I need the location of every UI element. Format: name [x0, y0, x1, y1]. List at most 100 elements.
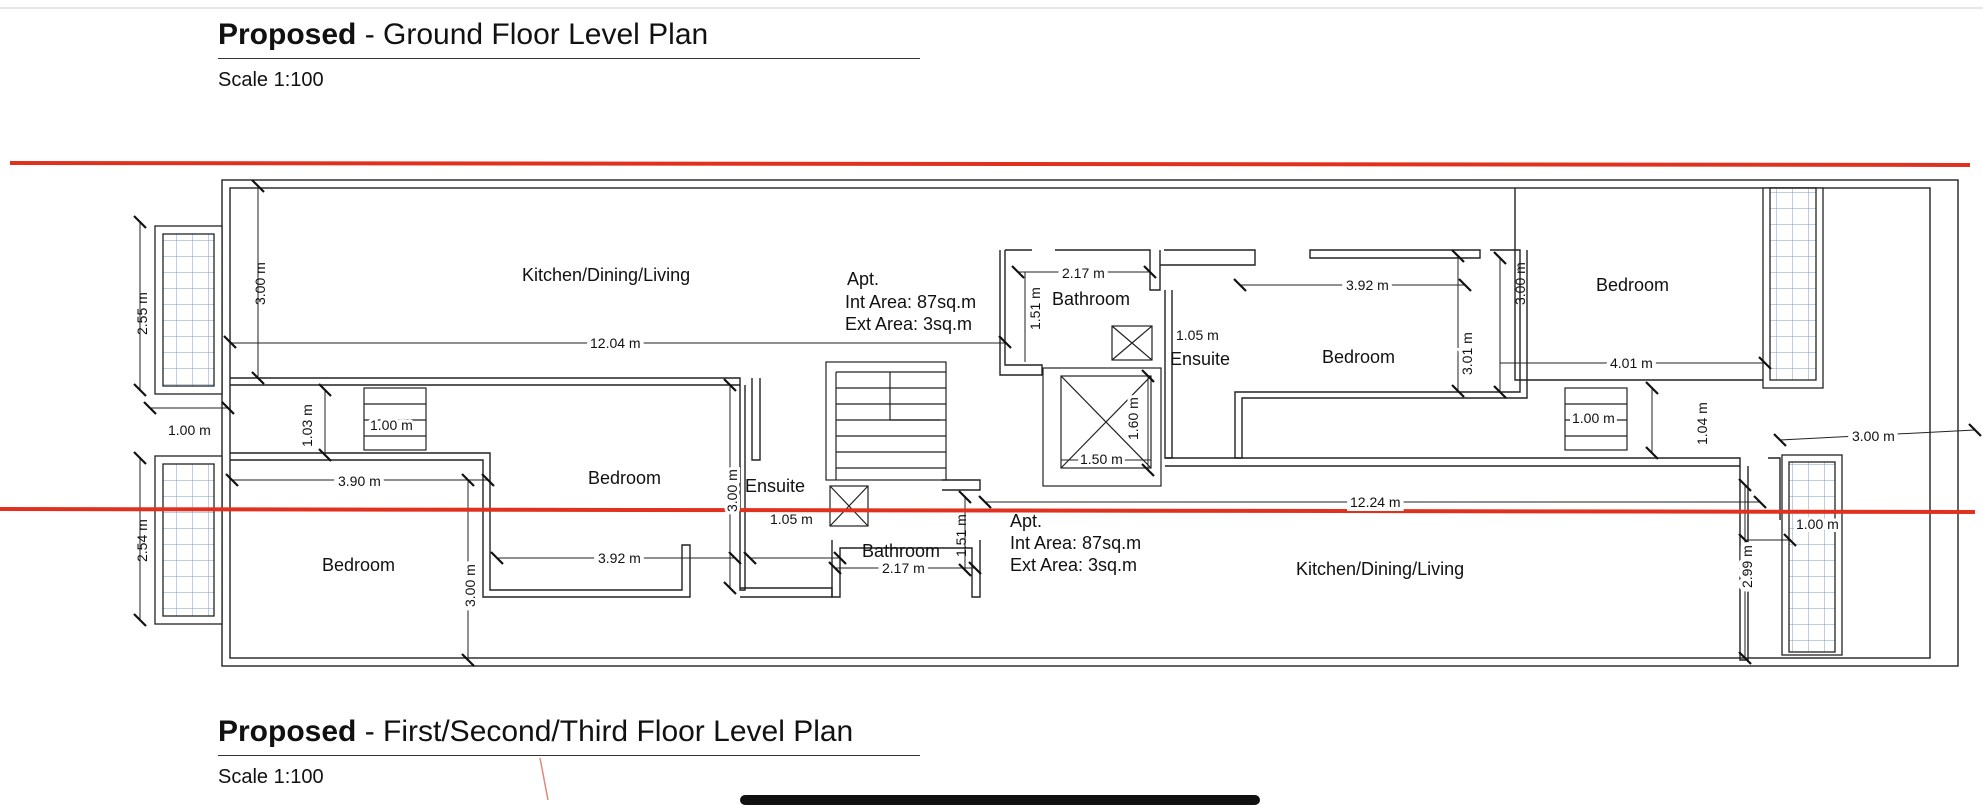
lower-ensuite-west-wall: [739, 385, 746, 591]
dim-label: 1.00 m: [370, 417, 413, 433]
stair-lower-cross: [829, 485, 869, 527]
dim-label: 12.24 m: [1350, 494, 1401, 510]
title-text: First/Second/Third Floor Level Plan: [383, 715, 854, 748]
dim-label: 1.51 m: [953, 514, 969, 557]
apt-label-lower: Apt.: [1010, 511, 1042, 531]
room-label-upper-bedroom-mid: Bedroom: [1322, 347, 1395, 367]
inner-wall: [229, 187, 1931, 659]
shaft-right: [1564, 387, 1628, 451]
upper-bathroom-north-wall: [1005, 249, 1161, 291]
dim-label: 1.05 m: [1176, 327, 1219, 343]
dim-label: 12.04 m: [590, 335, 641, 351]
dim-label: 1.50 m: [1080, 451, 1123, 467]
balcony-upper-left-tiles: [162, 233, 215, 387]
dim-label: 3.00 m: [1852, 428, 1895, 444]
lower-kitchen-east-wall: [1739, 466, 1749, 661]
building-outline: [221, 179, 1959, 667]
room-label-upper-bedroom-right: Bedroom: [1596, 275, 1669, 295]
dim-label: 3.92 m: [598, 550, 641, 566]
upper-floors-title: Proposed - First/Second/Third Floor Leve…: [218, 715, 920, 749]
dim-label: 2.17 m: [882, 560, 925, 576]
dim-label: 3.01 m: [1459, 332, 1475, 375]
title-separator: -: [356, 18, 384, 51]
dim-label: 2.55 m: [134, 292, 150, 335]
dim-label: 3.92 m: [1346, 277, 1389, 293]
outer-wall: [221, 179, 1959, 667]
lower-corridor-wall: [1165, 457, 1741, 467]
dim-label: 1.60 m: [1125, 397, 1141, 440]
lower-ensuite-south-wall: [740, 587, 833, 598]
title-underline: [218, 58, 920, 59]
lower-bathroom-north-wall: [942, 479, 981, 491]
service-shafts: [363, 387, 1628, 451]
dim-label: 2.54 m: [134, 519, 150, 562]
upper-bedroom-north-wall: [1309, 249, 1481, 259]
lift-cross: [1060, 375, 1152, 469]
balcony-upper-right-tiles: [1769, 187, 1817, 381]
dim-label: 3.90 m: [338, 473, 381, 489]
balcony-lower-right-tiles: [1788, 461, 1836, 653]
upper-apartment-walls: [230, 188, 1776, 459]
title-separator: -: [356, 715, 384, 748]
shaft-right-lines: [1565, 403, 1627, 437]
stair-outline: [825, 361, 947, 481]
title-bold: Proposed: [218, 18, 357, 51]
dim-label: 4.01 m: [1610, 355, 1653, 371]
room-label-lower-bathroom: Bathroom: [862, 541, 940, 561]
ground-floor-title: Proposed - Ground Floor Level Plan: [218, 18, 920, 52]
dim-label: 3.00 m: [724, 469, 740, 512]
lower-ensuite-divider: [751, 378, 761, 461]
apt-label-upper: Apt.: [847, 269, 879, 289]
balcony-lower-left-tiles: [162, 463, 215, 617]
room-label-lower-bedroom-mid: Bedroom: [588, 468, 661, 488]
markup-line-middle: [0, 507, 1976, 514]
stair: [825, 361, 947, 527]
lift-car: [1060, 375, 1152, 469]
upper-floors-scale: Scale 1:100: [218, 766, 324, 788]
dim-label: 1.00 m: [1572, 410, 1615, 426]
room-label-upper-ensuite: Ensuite: [1170, 349, 1230, 369]
lift: [1042, 325, 1162, 487]
markup-line-stroke: [539, 757, 549, 800]
markup-line-top: [9, 161, 1971, 167]
balconies: [154, 187, 1843, 656]
shaft-left-lines: [364, 403, 426, 437]
int-area-upper: Int Area: 87sq.m: [845, 292, 976, 312]
title-underline: [218, 755, 920, 756]
device-bezel-bar: [740, 795, 1260, 805]
room-label-lower-ensuite: Ensuite: [745, 476, 805, 496]
lower-right-balcony-wall: [1768, 457, 1781, 520]
room-label-lower-kitchen: Kitchen/Dining/Living: [1296, 559, 1464, 579]
room-labels: Kitchen/Dining/Living Apt. Int Area: 87s…: [322, 265, 1669, 579]
upper-bathroom-west-wall: [999, 250, 1043, 376]
dim-label: 2.99 m: [1739, 545, 1755, 588]
stair-landing: [889, 372, 940, 421]
dimension-labels: 2.55 m 3.00 m 12.04 m 2.17 m 1.51 m 1.05…: [134, 261, 1899, 611]
dim-label: 1.00 m: [1796, 516, 1839, 532]
int-area-lower: Int Area: 87sq.m: [1010, 533, 1141, 553]
lift-shaft: [1042, 367, 1162, 487]
shaft-left: [363, 387, 427, 451]
room-label-lower-bedroom-left: Bedroom: [322, 555, 395, 575]
dim-label: 1.00 m: [168, 422, 211, 438]
lift-duct-cross: [1111, 325, 1153, 361]
upper-floors-title-block: Proposed - First/Second/Third Floor Leve…: [218, 715, 920, 789]
dim-label: 3.00 m: [1512, 262, 1528, 305]
ext-area-lower: Ext Area: 3sq.m: [1010, 555, 1137, 575]
ground-floor-title-block: Proposed - Ground Floor Level Plan Scale…: [218, 18, 920, 92]
lift-duct: [1111, 325, 1153, 361]
stair-treads: [835, 371, 946, 480]
room-label-upper-bathroom: Bathroom: [1052, 289, 1130, 309]
dim-label: 1.05 m: [770, 511, 813, 527]
upper-ensuite-east-wall: [1164, 290, 1173, 459]
dim-label: 1.03 m: [299, 404, 315, 447]
dimension-ticks: [133, 179, 1982, 667]
ground-floor-scale: Scale 1:100: [218, 69, 324, 91]
dim-label: 1.51 m: [1027, 287, 1043, 330]
lower-bathroom-wall: [831, 540, 981, 598]
dim-label: 3.00 m: [462, 564, 478, 607]
ext-area-upper: Ext Area: 3sq.m: [845, 314, 972, 334]
upper-kitchen-south-wall: [230, 377, 741, 386]
stair-lower-flight: [829, 485, 869, 527]
